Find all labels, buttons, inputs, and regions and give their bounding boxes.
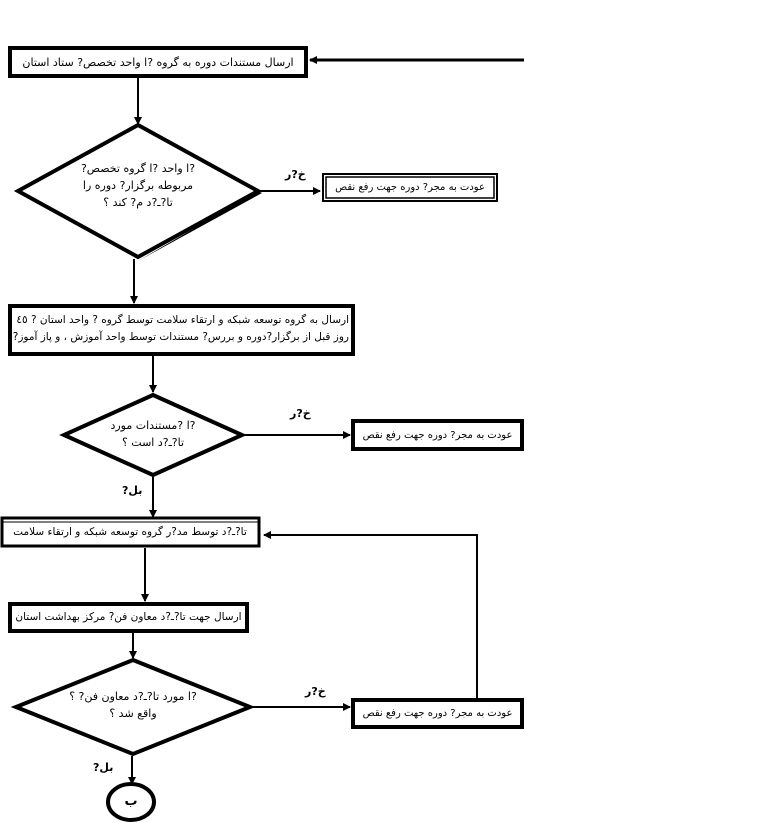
decision-2-text: ?ا ?مستندات مورد تا?ـ?د است ؟ [103, 417, 203, 451]
decision-2-line-2: تا?ـ?د است ؟ [121, 436, 185, 449]
return-box-1 [322, 173, 498, 202]
decision-1-text: ?ا واحد ?ا گروه تخصص? مربوطه برگزار? دور… [68, 160, 208, 211]
decision-3-line-1: ?ا مورد تا?ـ?د معاون فن? ؟ [69, 690, 197, 703]
decision-1-line-1: ?ا واحد ?ا گروه تخصص? [80, 162, 196, 175]
decision-1-line-3: تا?ـ?د م? کند ؟ [103, 196, 173, 209]
decision-3-text: ?ا مورد تا?ـ?د معاون فن? ؟ واقع شد ؟ [63, 688, 203, 722]
send-health-line-2: روز قبل از برگزار?دوره و بررس? مستندات ت… [12, 331, 349, 343]
approve-manager-box [0, 516, 261, 548]
return-2-label: عودت به مجر? دوره جهت رفع نقص [362, 430, 513, 441]
return-1-label: عودت به مجر? دوره جهت رفع نقص [335, 182, 485, 193]
decision-2-diamond [59, 392, 247, 478]
return-box-3 [351, 698, 524, 729]
decision-1-line-2: مربوطه برگزار? دوره را [82, 179, 194, 192]
decision-3-line-2: واقع شد ؟ [109, 707, 157, 720]
decision-2-line-1: ?ا ?مستندات مورد [110, 419, 196, 432]
send-docs-label: ارسال مستندات دوره به گروه ?ا واحد تخصص?… [22, 56, 294, 69]
send-health-line-1: ارسال به گروه توسعه شبکه و ارتقاء سلامت … [16, 314, 349, 326]
approve-manager-label: تا?ـ?د توسط مد?ر گروه توسعه شبکه و ارتقا… [13, 526, 247, 538]
edge-label-yes-3: بل? [93, 761, 114, 774]
decision-1-diamond [13, 122, 263, 260]
send-health-box [8, 304, 355, 356]
connector-label: ب [124, 794, 138, 809]
send-deputy-box [8, 602, 249, 633]
send-docs-box [8, 46, 308, 78]
return-3-label: عودت به مجر? دوره جهت رفع نقص [362, 708, 513, 719]
edge-label-no-3: خ?ر [305, 685, 326, 698]
edge-label-no-2: خ?ر [290, 407, 311, 420]
edge-label-yes-2: بل? [122, 484, 143, 497]
send-deputy-label: ارسال جهت تا?ـ?د معاون فن? مرکز بهداشت ا… [15, 611, 242, 623]
return-box-2 [351, 419, 524, 451]
connector-circle [106, 782, 156, 822]
decision-3-diamond [10, 657, 256, 757]
feedback-loop-arrow [263, 531, 478, 698]
edge-label-no-1: خ?ر [285, 168, 306, 181]
send-health-text: ارسال به گروه توسعه شبکه و ارتقاء سلامت … [12, 312, 349, 346]
